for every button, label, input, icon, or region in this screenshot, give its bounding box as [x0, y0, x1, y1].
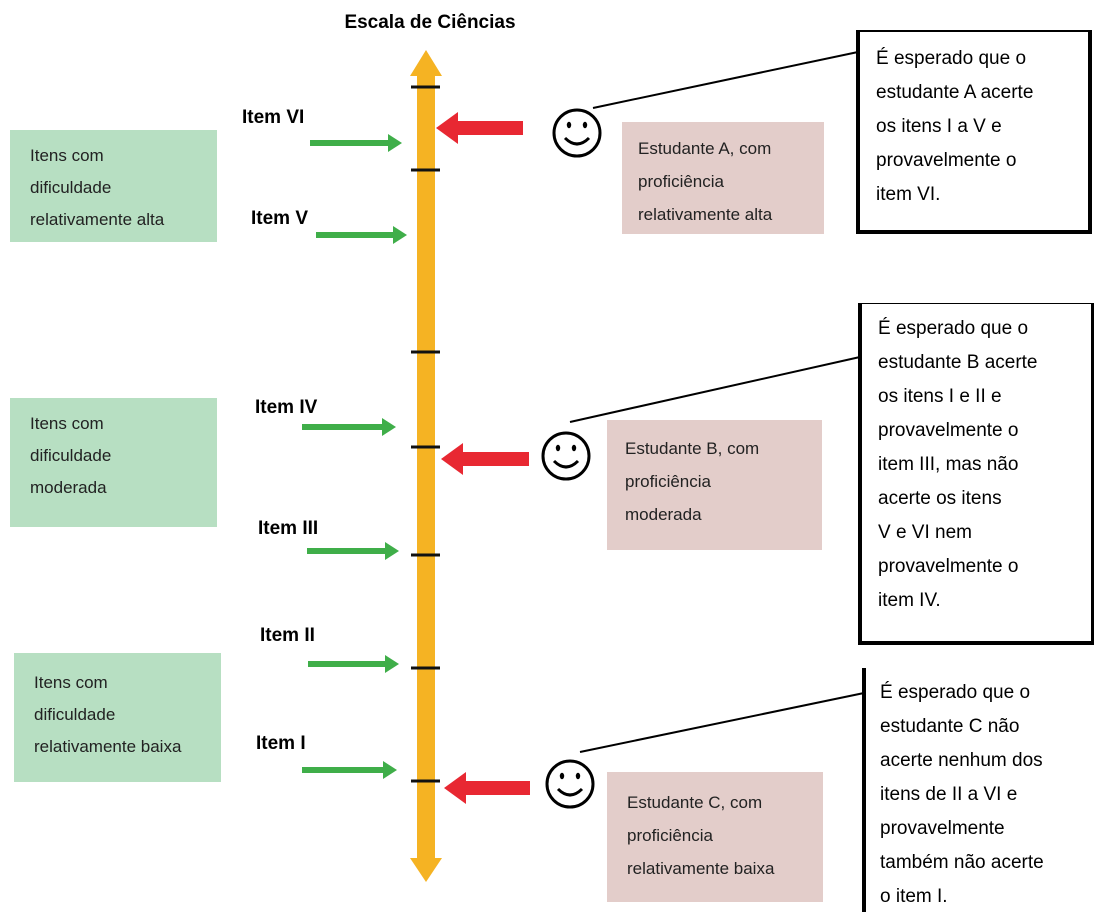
student-text: relativamente alta	[638, 205, 773, 224]
connector-line-c	[579, 692, 865, 753]
item-label-v: Item V	[251, 208, 309, 229]
smiley-icon	[552, 108, 602, 158]
note-text: os itens I e II e	[878, 386, 1002, 407]
student-text: Estudante B, com	[625, 439, 760, 458]
student-arrow-a	[436, 112, 523, 144]
item-label-vi: Item VI	[242, 107, 305, 128]
connector-line-b	[569, 356, 861, 423]
item-arrows	[302, 134, 407, 779]
item-arrow-iv	[302, 418, 396, 436]
expectation-note-b: É esperado que o estudante B acerte os i…	[858, 303, 1094, 645]
note-text: item III, mas não	[878, 454, 1019, 475]
item-label-iv: Item IV	[255, 397, 318, 418]
student-box-a: Estudante A, com proficiência relativame…	[622, 122, 824, 234]
student-text: relativamente baixa	[627, 859, 775, 878]
student-arrow-c	[444, 772, 530, 804]
difficulty-text: relativamente alta	[30, 210, 165, 229]
smiley-icons	[541, 108, 602, 809]
item-arrow-iii	[307, 542, 399, 560]
student-text: proficiência	[625, 472, 711, 491]
difficulty-box-moderate: Itens com dificuldade moderada	[10, 398, 217, 527]
note-text: provavelmente o	[878, 420, 1019, 441]
smiley-icon	[541, 431, 591, 481]
student-text: proficiência	[638, 172, 724, 191]
note-text: provavelmente	[880, 818, 1005, 839]
item-arrow-i	[302, 761, 397, 779]
item-arrow-vi	[310, 134, 402, 152]
difficulty-text: dificuldade	[30, 446, 112, 465]
note-text: estudante A acerte	[876, 82, 1034, 103]
note-text: acerte os itens	[878, 488, 1002, 509]
student-text: proficiência	[627, 826, 713, 845]
item-label-i: Item I	[256, 733, 306, 754]
student-arrows	[436, 112, 530, 804]
student-text: Estudante C, com	[627, 793, 763, 812]
note-text: V e VI nem	[878, 522, 972, 543]
scale-arrowhead-top	[410, 50, 442, 76]
difficulty-text: Itens com	[30, 414, 104, 433]
expectation-note-c: É esperado que o estudante C não acerte …	[862, 668, 1094, 912]
student-text: moderada	[625, 505, 702, 524]
student-box-b: Estudante B, com proficiência moderada	[607, 420, 822, 550]
note-text: item VI.	[876, 184, 941, 205]
note-text: É esperado que o	[880, 682, 1031, 703]
note-text: estudante B acerte	[878, 352, 1038, 373]
item-arrow-ii	[308, 655, 399, 673]
item-arrow-v	[316, 226, 407, 244]
note-text: acerte nenhum dos	[880, 750, 1043, 771]
note-text: provavelmente o	[878, 556, 1019, 577]
scale-arrowhead-bottom	[410, 858, 442, 882]
expectation-note-a: É esperado que o estudante A acerte os i…	[856, 30, 1092, 234]
item-label-ii: Item II	[260, 625, 315, 646]
difficulty-text: Itens com	[30, 146, 104, 165]
note-text: item IV.	[878, 590, 941, 611]
science-scale-bar	[410, 50, 442, 882]
note-text: É esperado que o	[878, 318, 1029, 339]
scale-ticks	[411, 85, 440, 783]
connector-line-a	[592, 51, 859, 109]
difficulty-box-high: Itens com dificuldade relativamente alta	[10, 130, 217, 242]
student-text: Estudante A, com	[638, 139, 772, 158]
scale-title: Escala de Ciências	[344, 12, 516, 33]
smiley-icon	[545, 759, 595, 809]
difficulty-text: dificuldade	[34, 705, 116, 724]
difficulty-text: dificuldade	[30, 178, 112, 197]
note-text: estudante C não	[880, 716, 1020, 737]
note-text: provavelmente o	[876, 150, 1017, 171]
note-text: É esperado que o	[876, 48, 1027, 69]
difficulty-box-low: Itens com dificuldade relativamente baix…	[14, 653, 221, 782]
difficulty-text: Itens com	[34, 673, 108, 692]
difficulty-text: relativamente baixa	[34, 737, 182, 756]
item-label-iii: Item III	[258, 518, 319, 539]
note-text: itens de II a VI e	[880, 784, 1018, 805]
difficulty-text: moderada	[30, 478, 107, 497]
note-text: os itens I a V e	[876, 116, 1002, 137]
student-box-c: Estudante C, com proficiência relativame…	[607, 772, 823, 902]
note-text: o item I.	[880, 886, 948, 907]
note-text: também não acerte	[880, 852, 1044, 873]
callout-connectors	[569, 51, 865, 753]
student-arrow-b	[441, 443, 529, 475]
